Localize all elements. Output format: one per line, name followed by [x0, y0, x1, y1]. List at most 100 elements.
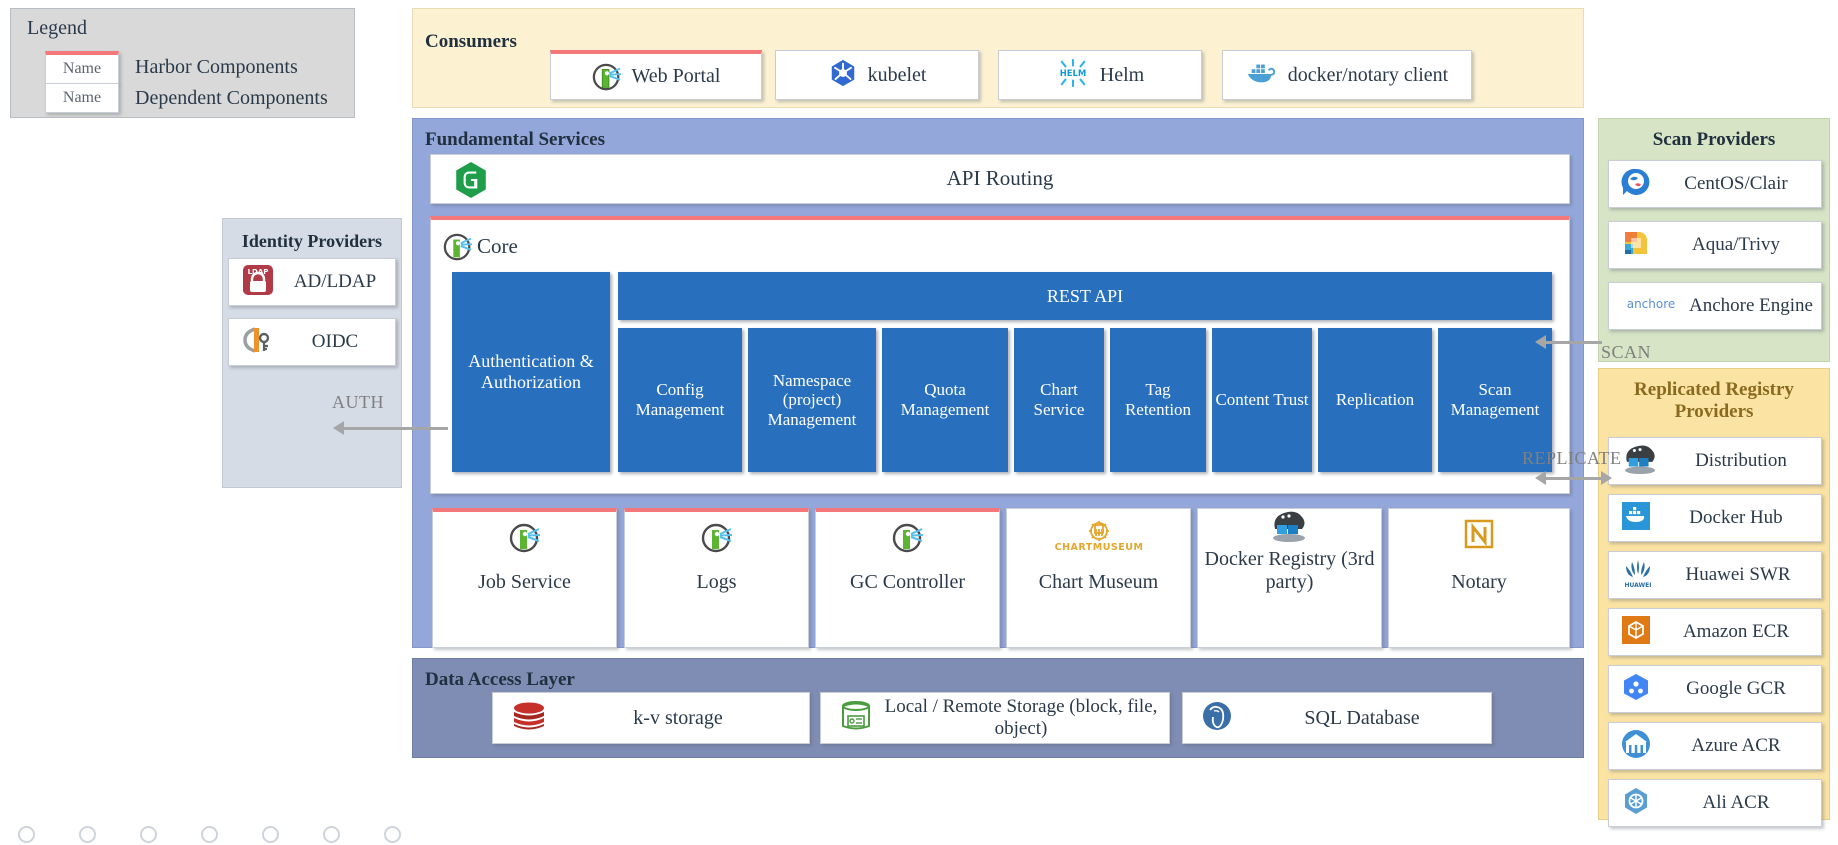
consumer-label: Helm: [1099, 63, 1145, 86]
docker-registry-icon: [1621, 443, 1661, 480]
dot: [18, 826, 35, 843]
service-card-chart-museum[interactable]: CHARTMUSEUM Chart Museum: [1006, 508, 1191, 648]
dal-card-local-remote-storage[interactable]: Local / Remote Storage (block, file, obj…: [820, 692, 1170, 744]
consumer-card-web-portal[interactable]: Web Portal: [550, 50, 762, 100]
consumer-card-kubelet[interactable]: kubelet: [775, 50, 979, 100]
module-label: Tag Retention: [1124, 380, 1192, 419]
core-module-replication[interactable]: Replication: [1318, 328, 1432, 472]
harbor-logo-icon: [701, 522, 733, 559]
rest-api-label: REST API: [1046, 285, 1124, 306]
dal-card-kv-storage[interactable]: k-v storage: [492, 692, 810, 744]
module-label: Authentication & Authorization: [468, 351, 594, 392]
core-module-chart-service[interactable]: Chart Service: [1014, 328, 1104, 472]
core-module-config-management[interactable]: Config Management: [618, 328, 742, 472]
dot: [201, 826, 218, 843]
registry-provider-huawei-swr[interactable]: HUAWEI Huawei SWR: [1608, 551, 1822, 599]
consumer-card-docker-notary-client[interactable]: docker/notary client: [1222, 50, 1472, 100]
connector-arrowhead-auth: [333, 421, 344, 435]
docker-whale-icon: [1246, 60, 1278, 91]
dal-card-sql-database[interactable]: SQL Database: [1182, 692, 1492, 744]
core-module-authentication-authorization[interactable]: Authentication & Authorization: [452, 272, 610, 472]
registry-provider-label: Huawei SWR: [1685, 563, 1791, 585]
registry-provider-docker-hub[interactable]: Docker Hub: [1608, 494, 1822, 542]
registry-provider-label: Azure ACR: [1691, 734, 1781, 756]
replicated-registry-providers-title: Replicated Registry Providers: [1634, 379, 1794, 422]
core-module-tag-retention[interactable]: Tag Retention: [1110, 328, 1206, 472]
scan-provider-anchore-engine[interactable]: anchore Anchore Engine: [1608, 282, 1822, 330]
registry-provider-amazon-ecr[interactable]: Amazon ECR: [1608, 608, 1822, 656]
nginx-gateway-icon: [453, 161, 489, 204]
dal-label: SQL Database: [1304, 706, 1420, 729]
notary-icon: [1464, 519, 1494, 554]
dot: [323, 826, 340, 843]
data-access-layer-title: Data Access Layer: [425, 669, 575, 690]
amazon-ecr-icon: [1621, 615, 1651, 650]
module-label: Replication: [1335, 390, 1415, 410]
core-module-quota-management[interactable]: Quota Management: [882, 328, 1008, 472]
identity-provider-oidc[interactable]: OIDC: [228, 318, 396, 366]
scan-provider-aqua-trivy[interactable]: Aqua/Trivy: [1608, 221, 1822, 269]
ali-acr-icon: [1621, 786, 1651, 821]
docker-hub-icon: [1621, 501, 1651, 536]
oidc-key-icon: [241, 324, 275, 361]
service-card-logs[interactable]: Logs: [624, 508, 809, 648]
legend-chip-harbor: Name: [45, 51, 119, 84]
service-label: Logs: [696, 570, 737, 593]
consumer-label: kubelet: [867, 63, 927, 86]
registry-provider-google-gcr[interactable]: Google GCR: [1608, 665, 1822, 713]
huawei-icon: HUAWEI: [1621, 557, 1655, 594]
service-card-docker-registry[interactable]: Docker Registry (3rd party): [1197, 508, 1382, 648]
harbor-logo-icon: [443, 232, 473, 262]
registry-provider-ali-acr[interactable]: Ali ACR: [1608, 779, 1822, 827]
svg-text:HUAWEI: HUAWEI: [1624, 582, 1651, 589]
core-module-namespace-project-management[interactable]: Namespace (project) Management: [748, 328, 876, 472]
core-module-scan-management[interactable]: Scan Management: [1438, 328, 1552, 472]
connector-line-auth: [344, 427, 448, 430]
dot: [140, 826, 157, 843]
identity-provider-ad-ldap[interactable]: LDAP AD/LDAP: [228, 258, 396, 306]
service-label: Notary: [1451, 570, 1507, 593]
legend-label-dependent: Dependent Components: [135, 86, 328, 109]
legend-chip-dependent: Name: [45, 83, 119, 113]
identity-provider-label: OIDC: [311, 331, 359, 353]
module-label: Quota Management: [900, 380, 990, 419]
dot: [79, 826, 96, 843]
scan-provider-centos-clair[interactable]: CentOS/Clair: [1608, 160, 1822, 208]
ldap-lock-icon: LDAP: [241, 263, 275, 302]
api-routing-label: API Routing: [946, 166, 1054, 191]
core-label: Core: [477, 234, 518, 258]
storage-icon: [839, 700, 873, 737]
dal-label: Local / Remote Storage (block, file, obj…: [884, 696, 1158, 739]
harbor-logo-icon: [892, 522, 924, 559]
api-routing-card[interactable]: API Routing: [430, 154, 1570, 204]
scan-provider-label: Aqua/Trivy: [1692, 233, 1780, 255]
service-card-job-service[interactable]: Job Service: [432, 508, 617, 648]
registry-provider-label: Amazon ECR: [1682, 620, 1790, 642]
helm-icon: HELM: [1056, 58, 1090, 93]
module-label: Config Management: [635, 380, 725, 419]
google-gcr-icon: [1621, 672, 1651, 707]
connector-line-scan: [1546, 341, 1602, 344]
aqua-trivy-icon: [1621, 228, 1651, 263]
svg-text:CHARTMUSEUM: CHARTMUSEUM: [1054, 542, 1143, 553]
dal-label: k-v storage: [633, 706, 723, 729]
connector-label-replicate: REPLICATE: [1522, 448, 1622, 468]
dot: [384, 826, 401, 843]
core-rest-api[interactable]: REST API: [618, 272, 1552, 320]
decorative-dots: [18, 826, 401, 843]
module-label: Chart Service: [1033, 380, 1085, 419]
consumer-card-helm[interactable]: HELM Helm: [998, 50, 1202, 100]
redis-icon: [511, 701, 547, 736]
registry-provider-azure-acr[interactable]: Azure ACR: [1608, 722, 1822, 770]
legend-row-dependent: Name Dependent Components: [45, 83, 328, 113]
clair-icon: [1621, 167, 1651, 202]
module-label: Scan Management: [1450, 380, 1540, 419]
registry-provider-distribution[interactable]: Distribution: [1608, 437, 1822, 485]
connector-arrowhead-scan: [1535, 335, 1546, 349]
postgresql-icon: [1201, 700, 1233, 737]
core-module-content-trust[interactable]: Content Trust: [1212, 328, 1312, 472]
service-card-notary[interactable]: Notary: [1388, 508, 1570, 648]
scan-provider-label: Anchore Engine: [1689, 294, 1813, 316]
service-card-gc-controller[interactable]: GC Controller: [815, 508, 1000, 648]
